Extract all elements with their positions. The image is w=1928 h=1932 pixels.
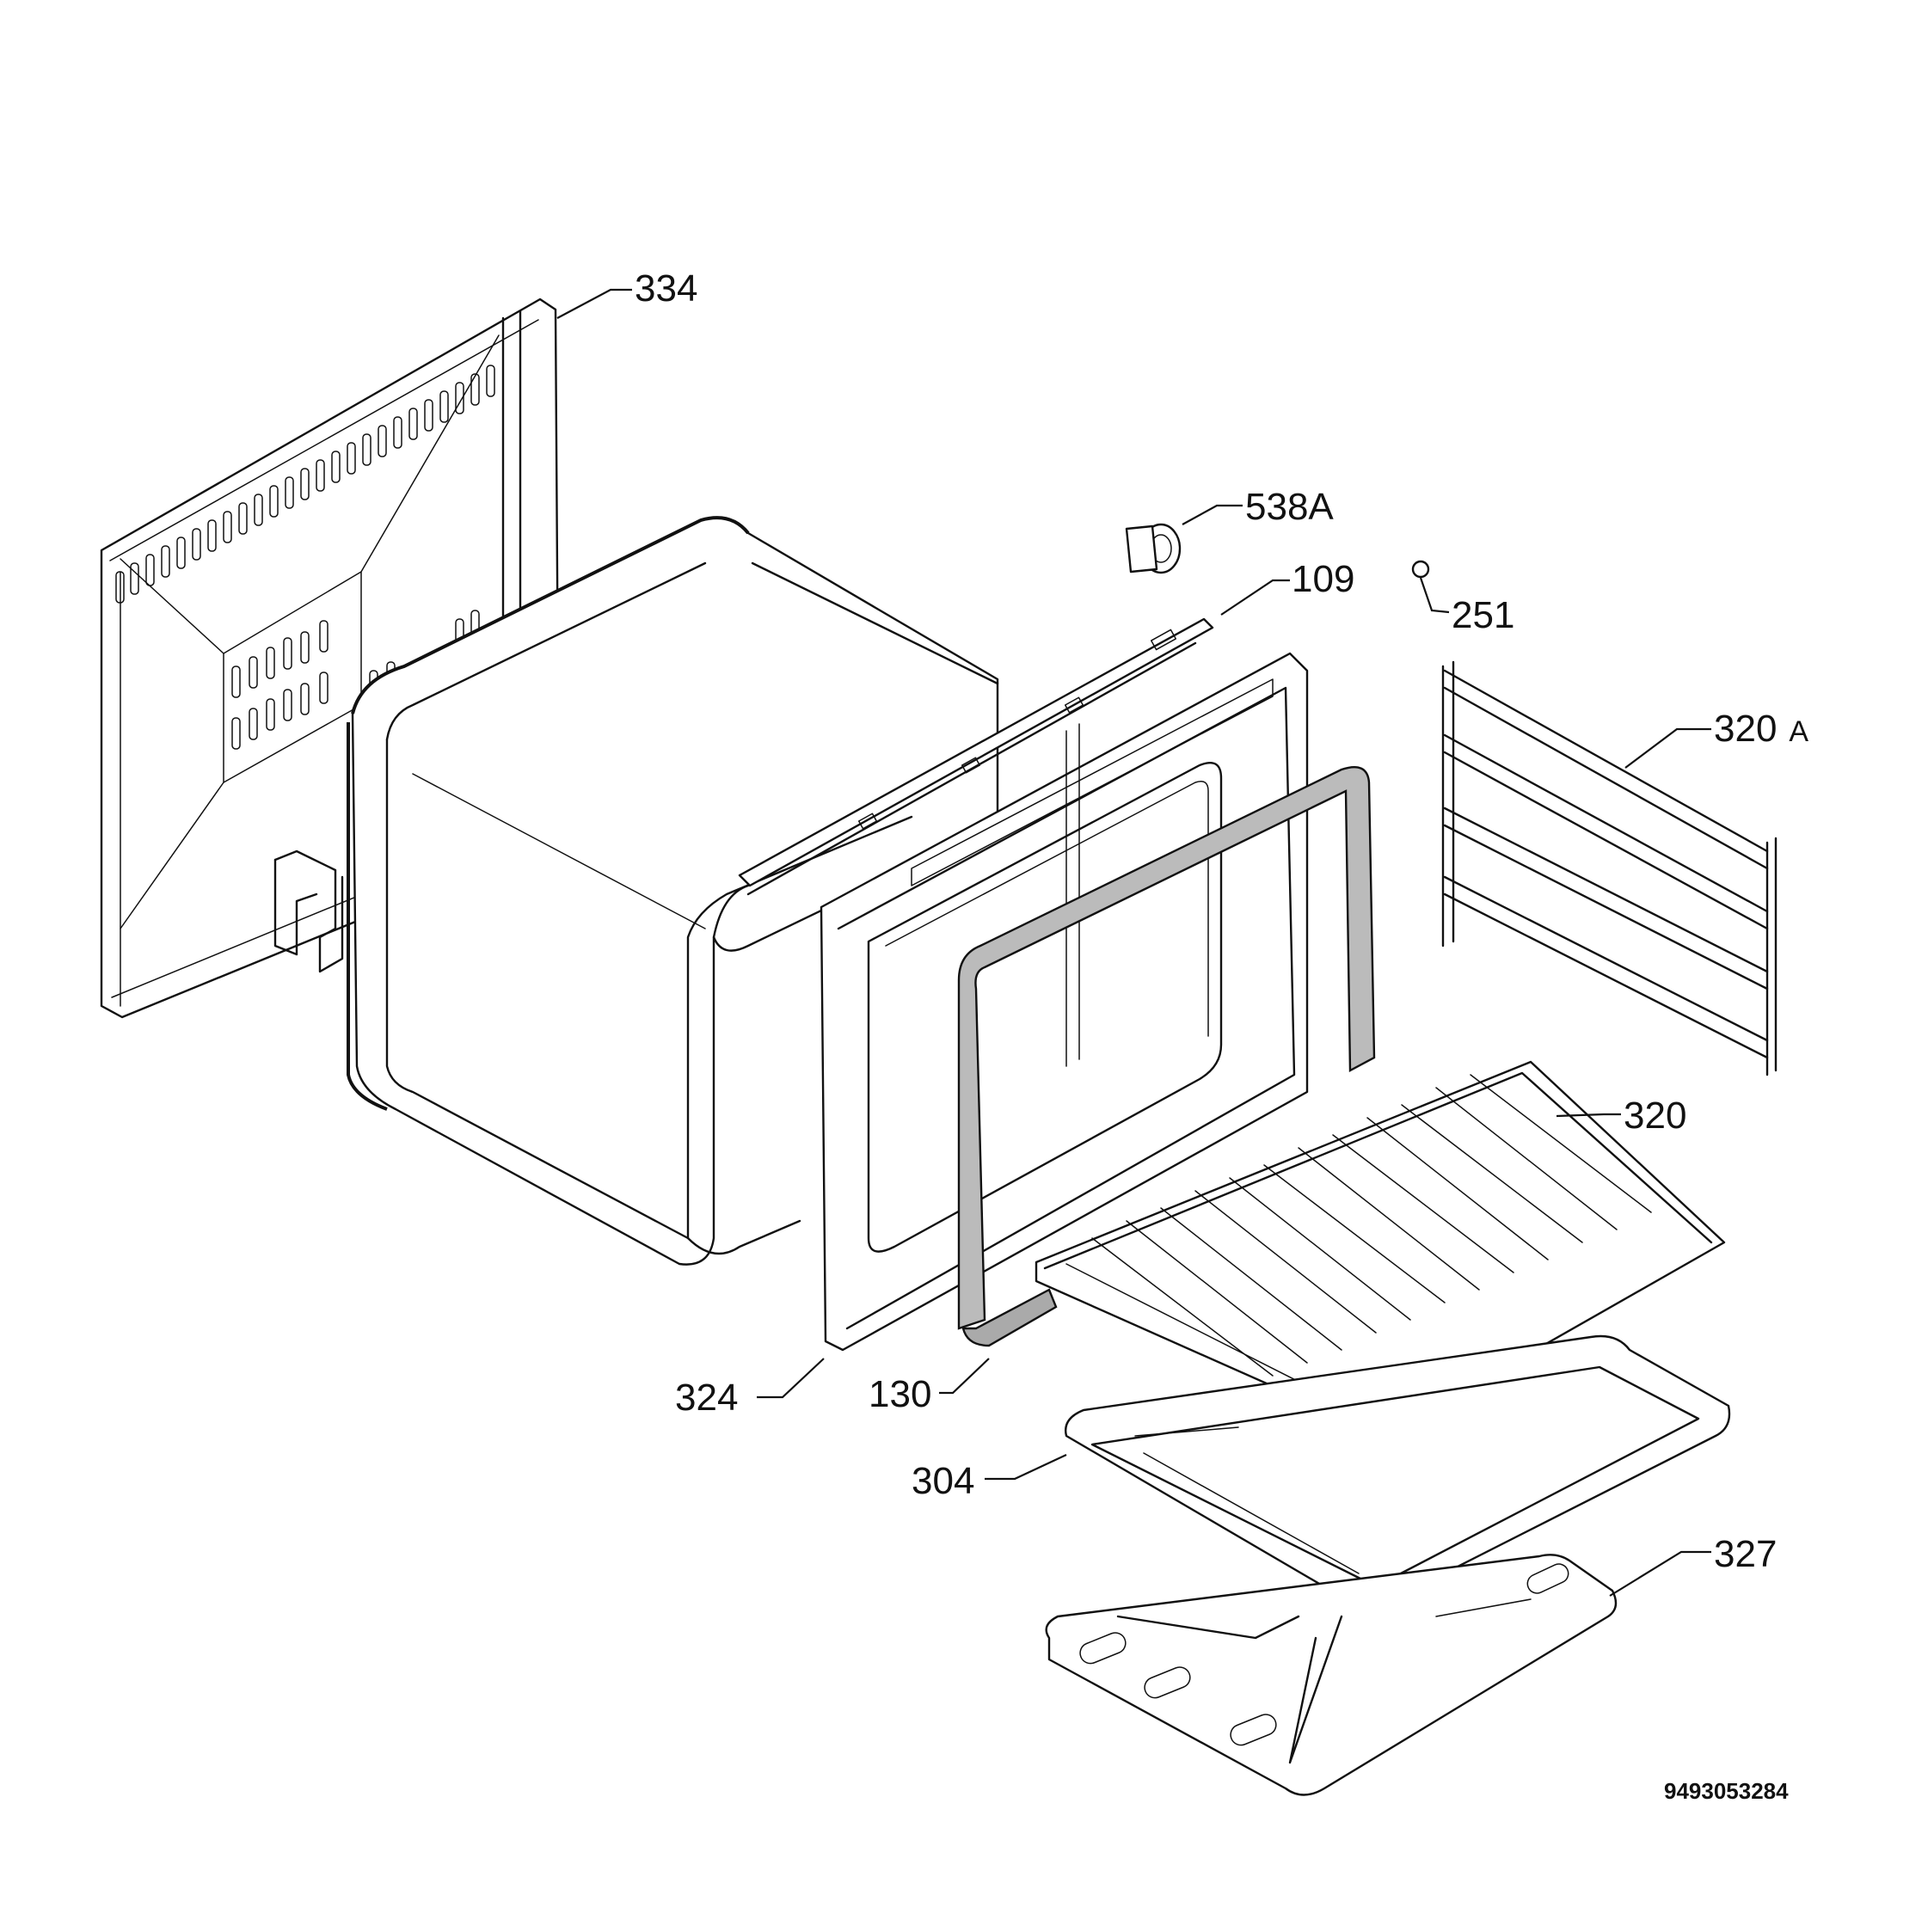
part-oven-front-frame [820, 652, 1309, 1352]
part-wire-shelf [1035, 1060, 1726, 1438]
label-baking-tray: 304 [912, 1460, 974, 1502]
part-baking-tray [1065, 1334, 1731, 1607]
part-oven-cavity [347, 516, 999, 1266]
label-front-trim-strip: 109 [1292, 558, 1354, 600]
label-fan-cover-grommet: 538A [1245, 486, 1334, 528]
leader-lines [556, 288, 1711, 1597]
label-bottom-plate: 327 [1714, 1533, 1777, 1575]
part-side-shelf-runner [1441, 660, 1778, 1076]
label-rear-panel: 334 [635, 267, 697, 310]
label-oven-front-frame: 324 [675, 1377, 738, 1419]
part-lamp-cover [1411, 560, 1430, 579]
label-lamp-cover: 251 [1452, 594, 1514, 636]
label-wire-shelf: 320 [1624, 1095, 1686, 1137]
part-bottom-plate [1045, 1554, 1618, 1796]
part-fan-cover-grommet [1125, 523, 1182, 574]
part-front-trim-strip [738, 617, 1214, 896]
part-door-seal [957, 765, 1376, 1347]
label-door-seal: 130 [869, 1373, 931, 1415]
reference-code: 9493053284 [1664, 1778, 1789, 1804]
